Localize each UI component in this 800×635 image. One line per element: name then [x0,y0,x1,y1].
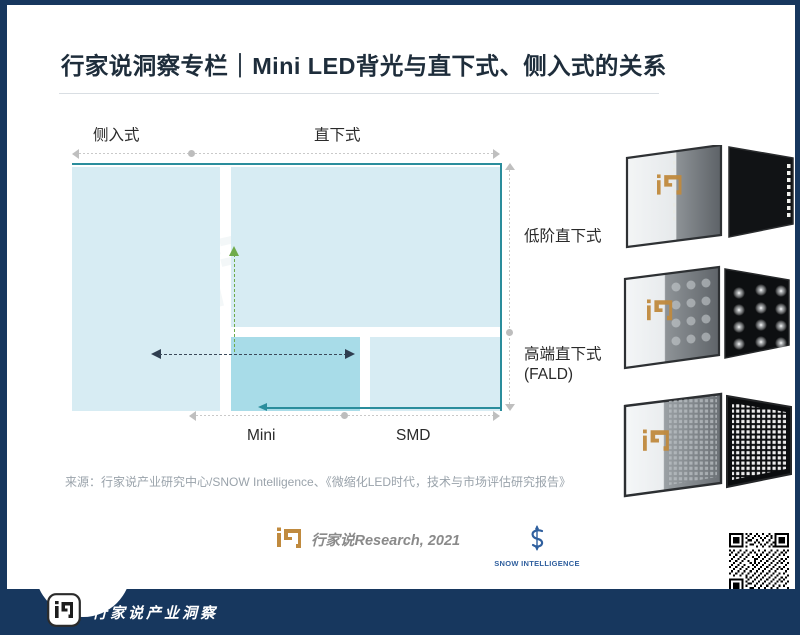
hangjiashuo-logo-icon [277,527,301,548]
right-axis-divider-dot [506,329,513,336]
relationship-matrix-chart: 侧入式 直下式 行家说 [69,117,602,447]
page-title: 行家说洞察专栏｜Mini LED背光与直下式、侧入式的关系 [61,53,667,79]
credits-row: 行家说Research, 2021 SNOW INTELLIGENCE [277,523,587,568]
bottom-axis-divider-dot [341,412,348,419]
low-count-direct-lit-panel [621,265,800,380]
snow-intelligence-logo-icon [531,525,544,551]
snow-intelligence-credit: SNOW INTELLIGENCE [482,523,592,568]
right-axis-up-arrow-icon [505,163,515,170]
bottom-axis-label-smd: SMD [396,427,431,444]
top-axis-label-edge: 侧入式 [93,127,140,144]
hangjiashuo-credit: 行家说Research, 2021 [277,527,460,551]
footer-title: 行家说产业洞察 [92,605,219,622]
title-divider [59,93,659,94]
bottom-axis-left-arrow-icon [189,411,196,421]
plot-right-accent-rule [500,163,502,411]
edge-lit-panel [621,143,800,260]
fald-direction-arrow [258,403,500,412]
bottom-axis-right-arrow-icon [493,411,500,421]
footer-bar: 行家说产业洞察 [7,589,800,635]
cell-edge-lit-full [72,167,220,411]
bottom-axis [189,411,500,421]
hangjiashuo-badge-icon [47,593,81,627]
right-axis-label-fald: 高端直下式(FALD) [524,346,602,383]
vertical-trend-arrow [229,246,240,352]
qr-code-image [729,533,789,593]
horizontal-trend-arrow [151,349,355,360]
mini-led-fald-panel [621,388,800,503]
backlight-panel-illustrations [621,143,800,510]
right-axis-label-low: 低阶直下式 [524,228,602,245]
cell-direct-lit-low [231,167,502,327]
source-note: 来源：行家说产业研究中心/SNOW Intelligence、《微缩化LED时代… [65,475,572,489]
plot-area: 行家说 [72,163,502,411]
top-axis-line [79,153,493,154]
cell-fald-mini [231,337,360,411]
plot-top-accent-rule [72,163,502,165]
cell-fald-smd [370,337,502,411]
bottom-axis-label-mini: Mini [247,427,276,444]
top-axis-label-direct: 直下式 [314,127,361,144]
top-axis-divider-dot [188,150,195,157]
top-axis-left-arrow-icon [72,149,79,159]
top-axis-right-arrow-icon [493,149,500,159]
right-axis [505,163,515,411]
top-axis [72,149,500,159]
snow-intelligence-label: SNOW INTELLIGENCE [494,559,580,568]
hangjiashuo-credit-label: 行家说Research, 2021 [311,532,461,549]
qr-code[interactable] [729,533,789,593]
footer-logo [47,593,81,632]
right-axis-line [509,170,510,404]
right-axis-down-arrow-icon [505,404,515,411]
